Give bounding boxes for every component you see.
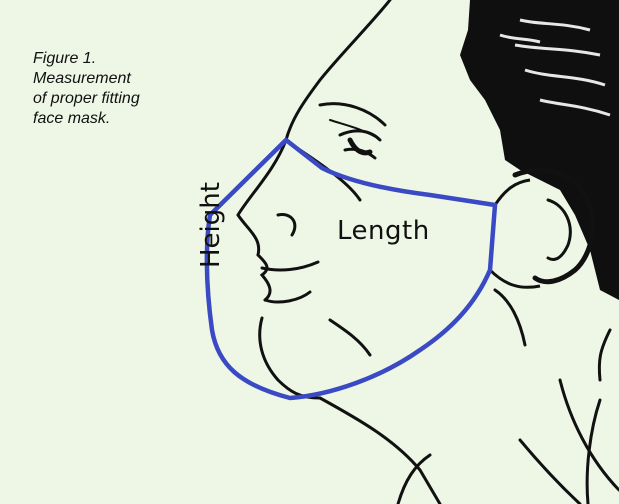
mask-strap [490, 180, 540, 287]
length-label: Length [337, 216, 430, 246]
hair [460, 0, 619, 300]
mask-outline [207, 140, 495, 398]
height-label: Height [196, 182, 226, 268]
